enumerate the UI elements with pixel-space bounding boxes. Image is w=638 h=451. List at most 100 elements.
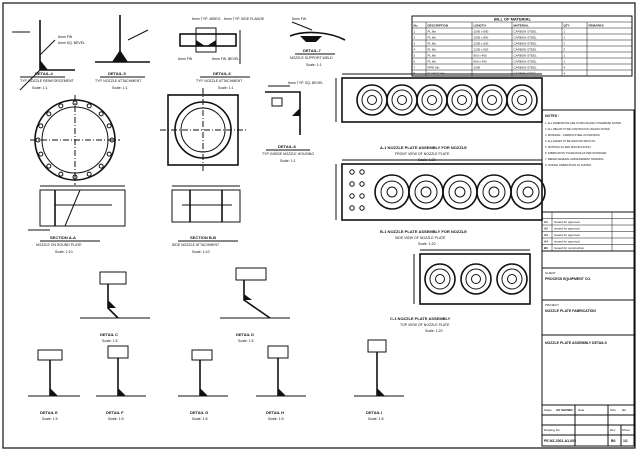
bolt-hole bbox=[38, 123, 44, 129]
detail-d: DETAIL D Scale: 1:5 bbox=[220, 267, 290, 343]
detail-c: DETAIL C Scale: 1:5 bbox=[80, 271, 150, 343]
dwg-no: PE-NZ-2001-A1-002 bbox=[544, 439, 576, 443]
bom-cell: 2 bbox=[564, 42, 566, 46]
bolt-hole bbox=[349, 169, 355, 175]
detail7-scale: Scale: 1:1 bbox=[306, 63, 322, 67]
detail6-subtitle: TYP. NOZZLE ATTACHMENT bbox=[196, 79, 243, 83]
nozzle-bore bbox=[391, 89, 413, 111]
bolt-hole bbox=[98, 111, 104, 117]
bolt-hole bbox=[86, 103, 92, 109]
detail-h-scale: Scale: 1:5 bbox=[268, 417, 284, 421]
project-label: PROJECT bbox=[545, 303, 559, 307]
rev-description: Issued for approval bbox=[554, 227, 580, 231]
detail-c-title: DETAIL C bbox=[100, 332, 118, 337]
bom-cell: CARBON STEEL bbox=[514, 54, 538, 58]
nozzle-center bbox=[487, 95, 497, 105]
plate-c-scale: Scale: 1:20 bbox=[425, 329, 443, 333]
project-name: NOZZLE PLATE FABRICATION bbox=[545, 309, 596, 313]
bom-cell: 1 bbox=[564, 60, 566, 64]
nozzle-center bbox=[517, 95, 527, 105]
plate-b-title: B-1 NOZZLE PLATE ASSEMBLY FOR NOZZLE bbox=[380, 229, 467, 234]
bom-cell: PL 6th bbox=[428, 30, 437, 34]
detail-i: DETAIL I Scale: 1:5 bbox=[354, 339, 404, 421]
bom-cell: 2 bbox=[414, 36, 416, 40]
bolt-hole bbox=[106, 151, 112, 157]
bom-cell: 1 bbox=[564, 30, 566, 34]
nozzle-bore bbox=[516, 180, 540, 204]
bom-cell: 4 bbox=[414, 48, 416, 52]
bom-header: No. bbox=[414, 24, 419, 28]
note-item: 3. MATERIAL : CARBON STEEL AS PER BOM. bbox=[545, 133, 600, 137]
bolt-hole bbox=[349, 193, 355, 199]
bolt-hole bbox=[72, 100, 78, 106]
nozzle-bore bbox=[380, 180, 404, 204]
bom-cell: CARBON STEEL bbox=[514, 48, 538, 52]
section-a-title: SECTION A-A bbox=[50, 235, 76, 240]
bom-cell: 4 bbox=[564, 66, 566, 70]
bom-header: REMARKS bbox=[589, 24, 604, 28]
nozzle-bore bbox=[361, 89, 383, 111]
nozzle-center bbox=[367, 95, 377, 105]
note-item: 4. ALL EDGES TO BE GROUND SMOOTH. bbox=[545, 139, 596, 143]
section-b-subtitle: SIDE NOZZLE ATTACHMENT bbox=[172, 243, 220, 247]
notes-block: NOTES : 1. ALL DIMENSIONS ARE IN MM UNLE… bbox=[545, 114, 622, 167]
nozzle-opening bbox=[424, 263, 456, 295]
bolt-hole bbox=[359, 169, 365, 175]
bom-cell: 1 bbox=[414, 30, 416, 34]
detail-g-title: DETAIL G bbox=[190, 410, 208, 415]
date-label: Date bbox=[578, 408, 585, 412]
bom-cell: 1000 bbox=[474, 66, 481, 70]
detail5-subtitle: TYP. NOZZLE ATTACHMENT bbox=[95, 79, 142, 83]
note-item: 8. NOZZLE ORIENTATION AS SHOWN. bbox=[545, 163, 592, 167]
plate-c1: C-1 NOZZLE PLATE ASSEMBLY TOP VIEW OF NO… bbox=[390, 249, 531, 333]
nozzle-opening bbox=[442, 174, 478, 210]
bom-cell: 1200 x 600 bbox=[474, 42, 489, 46]
detail-e-title: DETAIL E bbox=[40, 410, 58, 415]
nozzle-center bbox=[507, 274, 517, 284]
nozzle-opening bbox=[506, 84, 538, 116]
bom-cell: PL 6th bbox=[428, 60, 437, 64]
client-name: PROCESS EQUIPMENT CO. bbox=[545, 277, 591, 281]
nozzle-center bbox=[457, 95, 467, 105]
section-b-b: SECTION B-B SIDE NOZZLE ATTACHMENT Scale… bbox=[171, 185, 241, 254]
bolt-hole bbox=[35, 137, 41, 143]
scale-label: Scale bbox=[544, 408, 552, 412]
plate-a1: A-1 NOZZLE PLATE ASSEMBLY FOR NOZZLE FRO… bbox=[335, 73, 543, 162]
detail-d-title: DETAIL D bbox=[236, 332, 254, 337]
detail-6: 6mm TYP. 45DEG 6mm TYP. SIDE FLANGE 6mm … bbox=[178, 17, 265, 90]
nozzle-opening bbox=[476, 174, 512, 210]
bom-cell: 1 bbox=[564, 36, 566, 40]
detail-g-scale: Scale: 1:5 bbox=[192, 417, 208, 421]
title-block-frame bbox=[541, 109, 635, 447]
bom-cell: PL 6th bbox=[428, 36, 437, 40]
note-item: 5. PAINTING AS PER SPECIFICATION. bbox=[545, 145, 591, 149]
detail4-title: DETAIL-4 bbox=[35, 71, 53, 76]
bolt-hole bbox=[86, 171, 92, 177]
section-a-a: SECTION A-A NOZZLE ON ROUND PLATE Scale:… bbox=[28, 185, 126, 254]
rev-value: B0 bbox=[611, 439, 616, 443]
bom-cell: 1500 x 800 bbox=[474, 30, 489, 34]
section-b-scale: Scale: 1:10 bbox=[192, 250, 210, 254]
rev-description: Issued for approval bbox=[554, 220, 580, 224]
nozzle-center bbox=[386, 186, 398, 198]
bom-cell: PIPE 6th bbox=[428, 66, 440, 70]
nozzle-bore bbox=[482, 180, 506, 204]
detail6-note-b: 6mm TYP. SIDE FLANGE bbox=[224, 17, 265, 21]
bolt-hole bbox=[359, 205, 365, 211]
detail-8: 6mm TYP. SQ. BEVEL DETAIL-8 TYP. INSIDE … bbox=[262, 81, 323, 163]
detail8-title: DETAIL-8 bbox=[278, 144, 296, 149]
rev-code: A2 bbox=[544, 227, 548, 231]
detail8-note-a: 6mm TYP. SQ. BEVEL bbox=[288, 81, 323, 85]
note-item: 7. REFER GENERAL ARRANGEMENT DRAWING. bbox=[545, 157, 605, 161]
bolt-hole bbox=[359, 193, 365, 199]
nozzle-opening bbox=[408, 174, 444, 210]
nozzle-bore bbox=[451, 89, 473, 111]
scale-value: AS SHOWN bbox=[556, 408, 573, 412]
bom-cell: 1200 x 600 bbox=[474, 48, 489, 52]
detail6-title: DETAIL-6 bbox=[213, 71, 231, 76]
bom-cell: 6 bbox=[414, 60, 416, 64]
nozzle-center bbox=[471, 274, 481, 284]
nozzle-center bbox=[488, 186, 500, 198]
bolt-hole bbox=[109, 137, 115, 143]
section-a-subtitle: NOZZLE ON ROUND PLATE bbox=[36, 243, 82, 247]
